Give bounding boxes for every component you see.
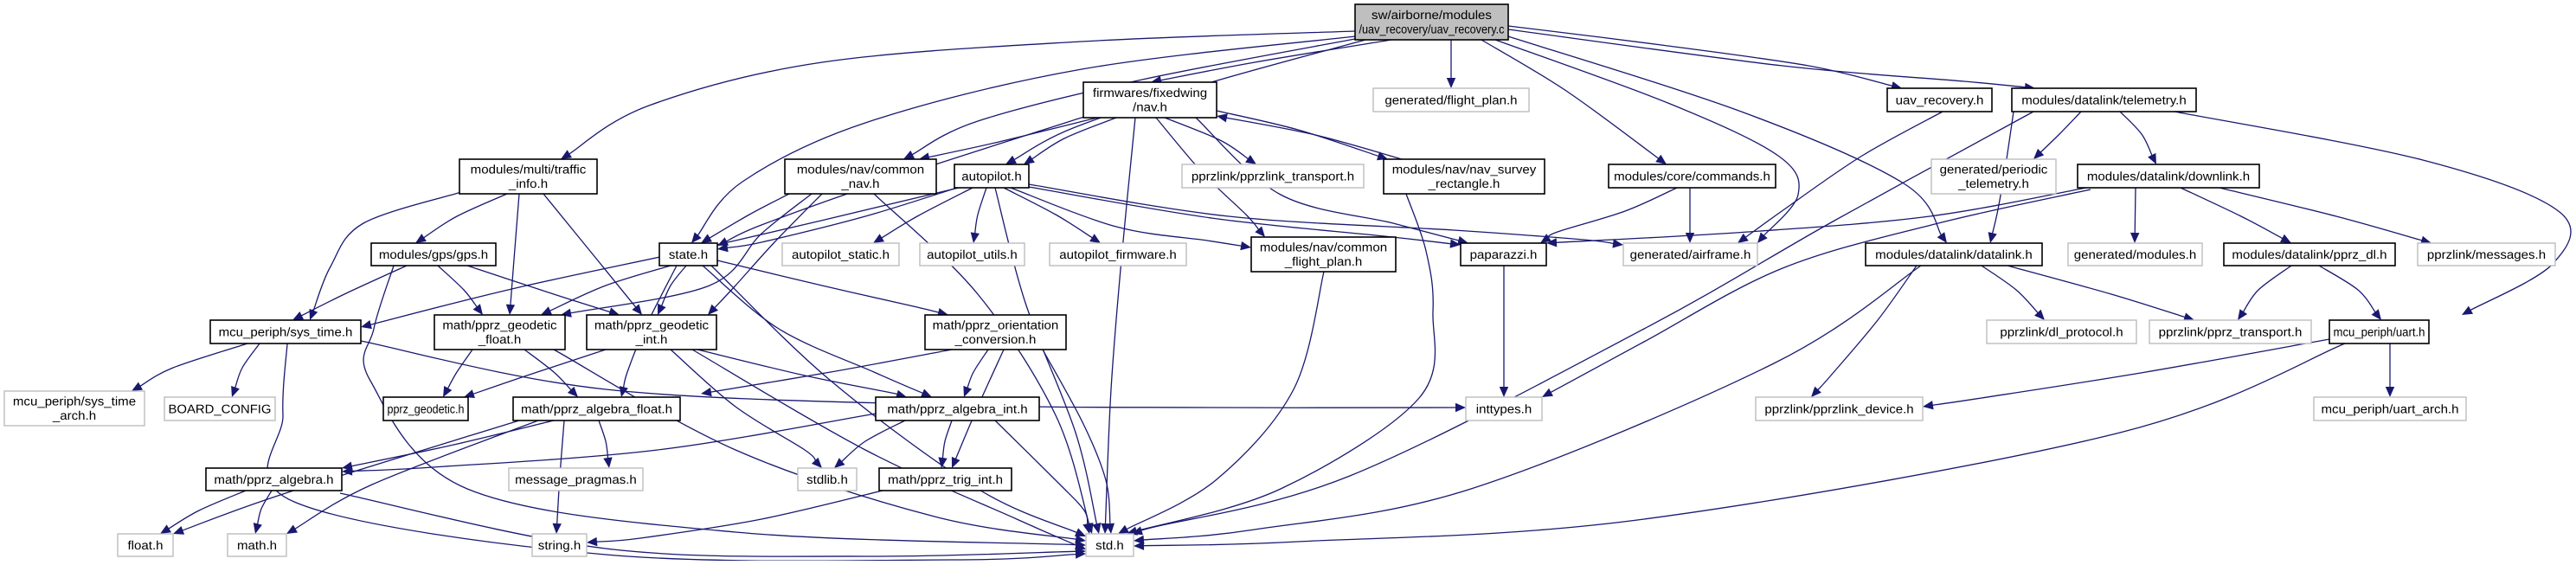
svg-text:mcu_periph/sys_time.h: mcu_periph/sys_time.h: [219, 326, 353, 340]
svg-text:mcu_periph/sys_time: mcu_periph/sys_time: [13, 395, 136, 409]
svg-text:modules/datalink/downlink.h: modules/datalink/downlink.h: [2087, 170, 2250, 184]
svg-text:modules/nav/nav_survey: modules/nav/nav_survey: [1392, 164, 1537, 177]
svg-text:generated/flight_plan.h: generated/flight_plan.h: [1384, 94, 1517, 108]
svg-text:_flight_plan.h: _flight_plan.h: [1284, 255, 1363, 269]
svg-text:math/pprz_trig_int.h: math/pprz_trig_int.h: [888, 473, 1003, 487]
svg-text:BOARD_CONFIG: BOARD_CONFIG: [169, 403, 272, 417]
svg-text:math/pprz_algebra.h: math/pprz_algebra.h: [214, 473, 333, 487]
svg-text:autopilot_utils.h: autopilot_utils.h: [927, 248, 1018, 262]
svg-text:/uav_recovery/uav_recovery.c: /uav_recovery/uav_recovery.c: [1359, 23, 1505, 37]
svg-text:generated/modules.h: generated/modules.h: [2074, 248, 2196, 262]
svg-text:modules/nav/common: modules/nav/common: [797, 164, 924, 177]
svg-text:_conversion.h: _conversion.h: [954, 333, 1037, 347]
svg-text:math/pprz_geodetic: math/pprz_geodetic: [442, 319, 556, 333]
svg-text:autopilot_static.h: autopilot_static.h: [792, 248, 890, 262]
svg-text:sw/airborne/modules: sw/airborne/modules: [1372, 9, 1492, 22]
svg-text:_info.h: _info.h: [508, 177, 548, 191]
svg-text:modules/datalink/datalink.h: modules/datalink/datalink.h: [1875, 248, 2033, 262]
svg-text:autopilot.h: autopilot.h: [961, 170, 1022, 184]
svg-text:stdlib.h: stdlib.h: [806, 473, 848, 487]
svg-text:mcu_periph/uart.h: mcu_periph/uart.h: [2334, 326, 2425, 340]
svg-text:pprzlink/pprzlink_device.h: pprzlink/pprzlink_device.h: [1764, 403, 1913, 417]
svg-text:math/pprz_geodetic: math/pprz_geodetic: [594, 319, 709, 333]
svg-text:modules/gps/gps.h: modules/gps/gps.h: [379, 248, 488, 262]
svg-text:float.h: float.h: [128, 539, 164, 553]
svg-text:pprzlink/pprzlink_transport.h: pprzlink/pprzlink_transport.h: [1192, 170, 1354, 184]
svg-text:_telemetry.h: _telemetry.h: [1957, 177, 2029, 191]
svg-text:_nav.h: _nav.h: [840, 177, 879, 191]
svg-text:pprzlink/pprz_transport.h: pprzlink/pprz_transport.h: [2159, 326, 2303, 340]
svg-text:std.h: std.h: [1095, 539, 1124, 553]
svg-text:math/pprz_algebra_int.h: math/pprz_algebra_int.h: [887, 403, 1027, 417]
svg-text:pprz_geodetic.h: pprz_geodetic.h: [388, 403, 465, 417]
svg-text:modules/datalink/pprz_dl.h: modules/datalink/pprz_dl.h: [2232, 248, 2386, 262]
svg-text:paparazzi.h: paparazzi.h: [1470, 248, 1538, 262]
svg-text:inttypes.h: inttypes.h: [1476, 403, 1532, 417]
svg-text:modules/nav/common: modules/nav/common: [1260, 241, 1387, 255]
svg-text:uav_recovery.h: uav_recovery.h: [1896, 94, 1984, 108]
svg-text:modules/core/commands.h: modules/core/commands.h: [1614, 170, 1770, 184]
svg-text:pprzlink/dl_protocol.h: pprzlink/dl_protocol.h: [2000, 326, 2123, 340]
svg-text:string.h: string.h: [538, 539, 581, 553]
svg-text:autopilot_firmware.h: autopilot_firmware.h: [1059, 248, 1177, 262]
svg-text:math/pprz_algebra_float.h: math/pprz_algebra_float.h: [521, 403, 672, 417]
svg-text:firmwares/fixedwing: firmwares/fixedwing: [1093, 87, 1207, 100]
svg-text:pprzlink/messages.h: pprzlink/messages.h: [2427, 248, 2546, 262]
svg-text:math/pprz_orientation: math/pprz_orientation: [933, 319, 1059, 333]
svg-text:mcu_periph/uart_arch.h: mcu_periph/uart_arch.h: [2322, 403, 2459, 417]
svg-text:math.h: math.h: [237, 539, 277, 553]
svg-text:generated/airframe.h: generated/airframe.h: [1630, 248, 1751, 262]
svg-text:modules/multi/traffic: modules/multi/traffic: [471, 164, 587, 177]
svg-text:/nav.h: /nav.h: [1133, 101, 1167, 115]
svg-text:generated/periodic: generated/periodic: [1940, 164, 2048, 177]
svg-text:_rectangle.h: _rectangle.h: [1428, 177, 1500, 191]
svg-text:message_pragmas.h: message_pragmas.h: [515, 473, 637, 487]
svg-text:_arch.h: _arch.h: [52, 409, 96, 423]
svg-text:state.h: state.h: [669, 248, 708, 262]
svg-text:modules/datalink/telemetry.h: modules/datalink/telemetry.h: [2021, 94, 2187, 108]
svg-text:_int.h: _int.h: [635, 333, 668, 347]
svg-text:_float.h: _float.h: [478, 333, 521, 347]
